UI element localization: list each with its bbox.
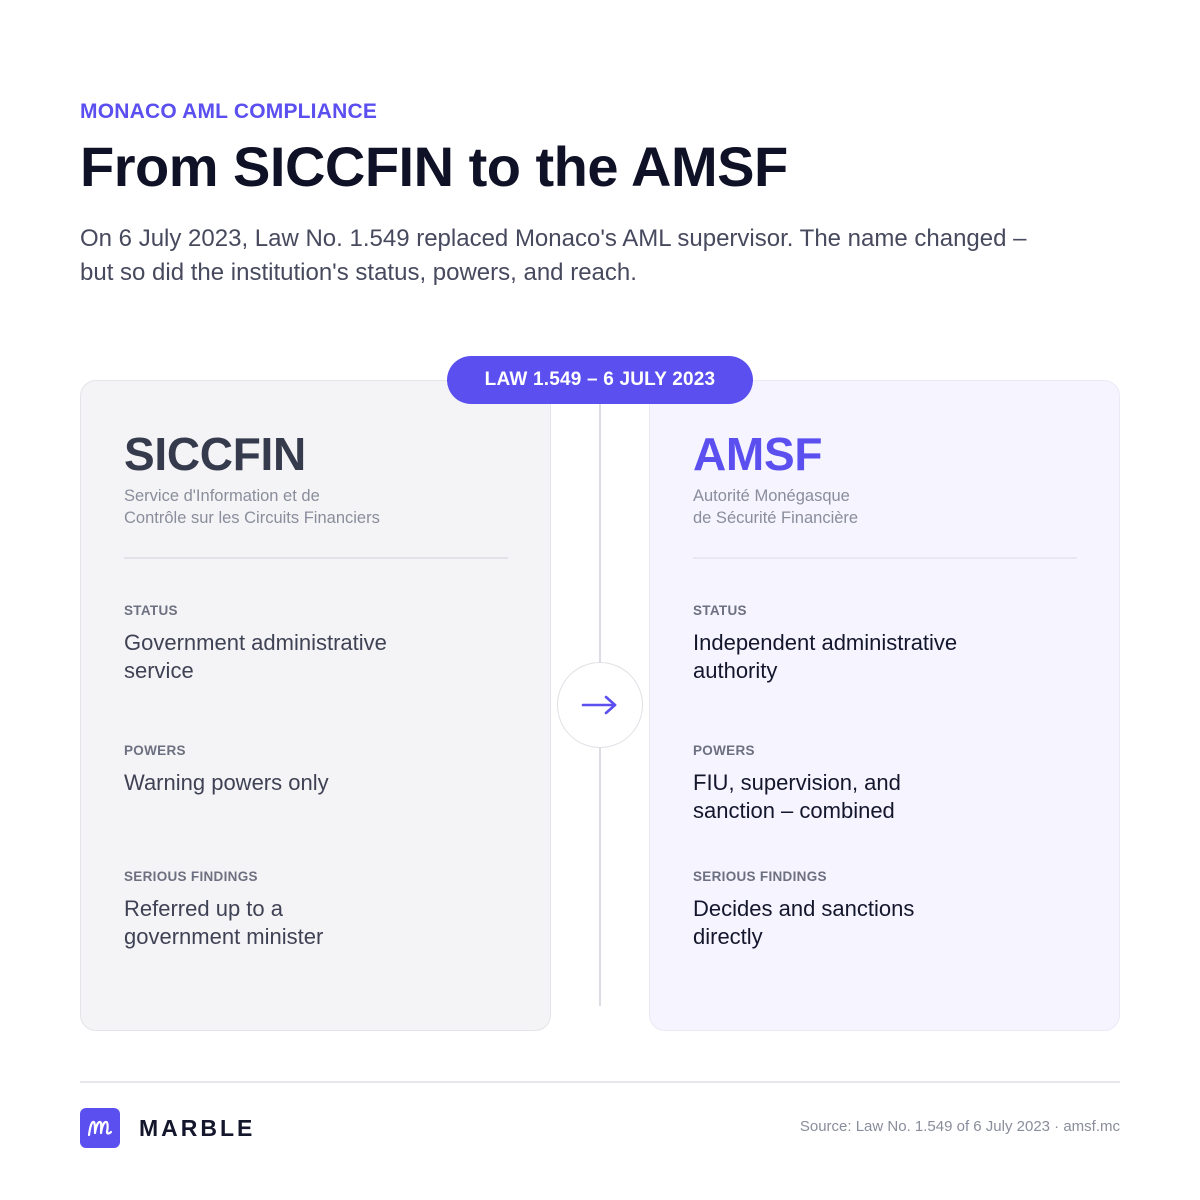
siccfin-powers-value: Warning powers only <box>124 769 454 797</box>
siccfin-subtitle-line: Contrôle sur les Circuits Financiers <box>124 509 380 527</box>
value-line: Decides and sanctions <box>693 896 915 921</box>
siccfin-title: SICCFIN <box>124 428 306 480</box>
value-line: authority <box>693 658 778 683</box>
amsf-divider <box>693 557 1077 559</box>
source-citation: Source: Law No. 1.549 of 6 July 2023 · a… <box>799 1118 1120 1135</box>
siccfin-status-label: STATUS <box>124 603 178 618</box>
value-line: directly <box>693 924 763 949</box>
amsf-findings-value: Decides and sanctions directly <box>693 895 1023 951</box>
brand-name: MARBLE <box>139 1115 256 1141</box>
value-line: service <box>124 658 194 683</box>
arrow-right-icon <box>581 695 617 715</box>
siccfin-powers-label: POWERS <box>124 743 186 758</box>
value-line: Warning powers only <box>124 770 329 795</box>
page-title: From SICCFIN to the AMSF <box>80 135 788 198</box>
amsf-card: AMSF Autorité Monégasque de Sécurité Fin… <box>649 380 1120 1031</box>
amsf-powers-label: POWERS <box>693 743 755 758</box>
marble-logo-icon <box>80 1108 120 1148</box>
amsf-status-value: Independent administrative authority <box>693 629 1023 685</box>
value-line: Independent administrative <box>693 630 958 655</box>
law-badge: LAW 1.549 – 6 JULY 2023 <box>447 356 753 404</box>
amsf-subtitle-line: Autorité Monégasque <box>693 487 850 505</box>
footer-divider <box>80 1081 1120 1083</box>
value-line: Government administrative <box>124 630 387 655</box>
siccfin-card: SICCFIN Service d'Information et de Cont… <box>80 380 551 1031</box>
value-line: sanction – combined <box>693 798 895 823</box>
amsf-findings-label: SERIOUS FINDINGS <box>693 869 827 884</box>
siccfin-divider <box>124 557 508 559</box>
transition-circle <box>557 662 643 748</box>
siccfin-subtitle-line: Service d'Information et de <box>124 487 320 505</box>
siccfin-findings-value: Referred up to a government minister <box>124 895 454 951</box>
amsf-subtitle: Autorité Monégasque de Sécurité Financiè… <box>693 485 1073 529</box>
value-line: Referred up to a <box>124 896 283 921</box>
eyebrow-label: MONACO AML COMPLIANCE <box>80 100 378 123</box>
intro-paragraph: On 6 July 2023, Law No. 1.549 replaced M… <box>80 225 1027 286</box>
amsf-title: AMSF <box>693 428 823 480</box>
amsf-subtitle-line: de Sécurité Financière <box>693 509 859 527</box>
siccfin-findings-label: SERIOUS FINDINGS <box>124 869 258 884</box>
amsf-powers-value: FIU, supervision, and sanction – combine… <box>693 769 1023 825</box>
value-line: FIU, supervision, and <box>693 770 901 795</box>
siccfin-subtitle: Service d'Information et de Contrôle sur… <box>124 485 504 529</box>
amsf-status-label: STATUS <box>693 603 747 618</box>
value-line: government minister <box>124 924 324 949</box>
siccfin-status-value: Government administrative service <box>124 629 454 685</box>
